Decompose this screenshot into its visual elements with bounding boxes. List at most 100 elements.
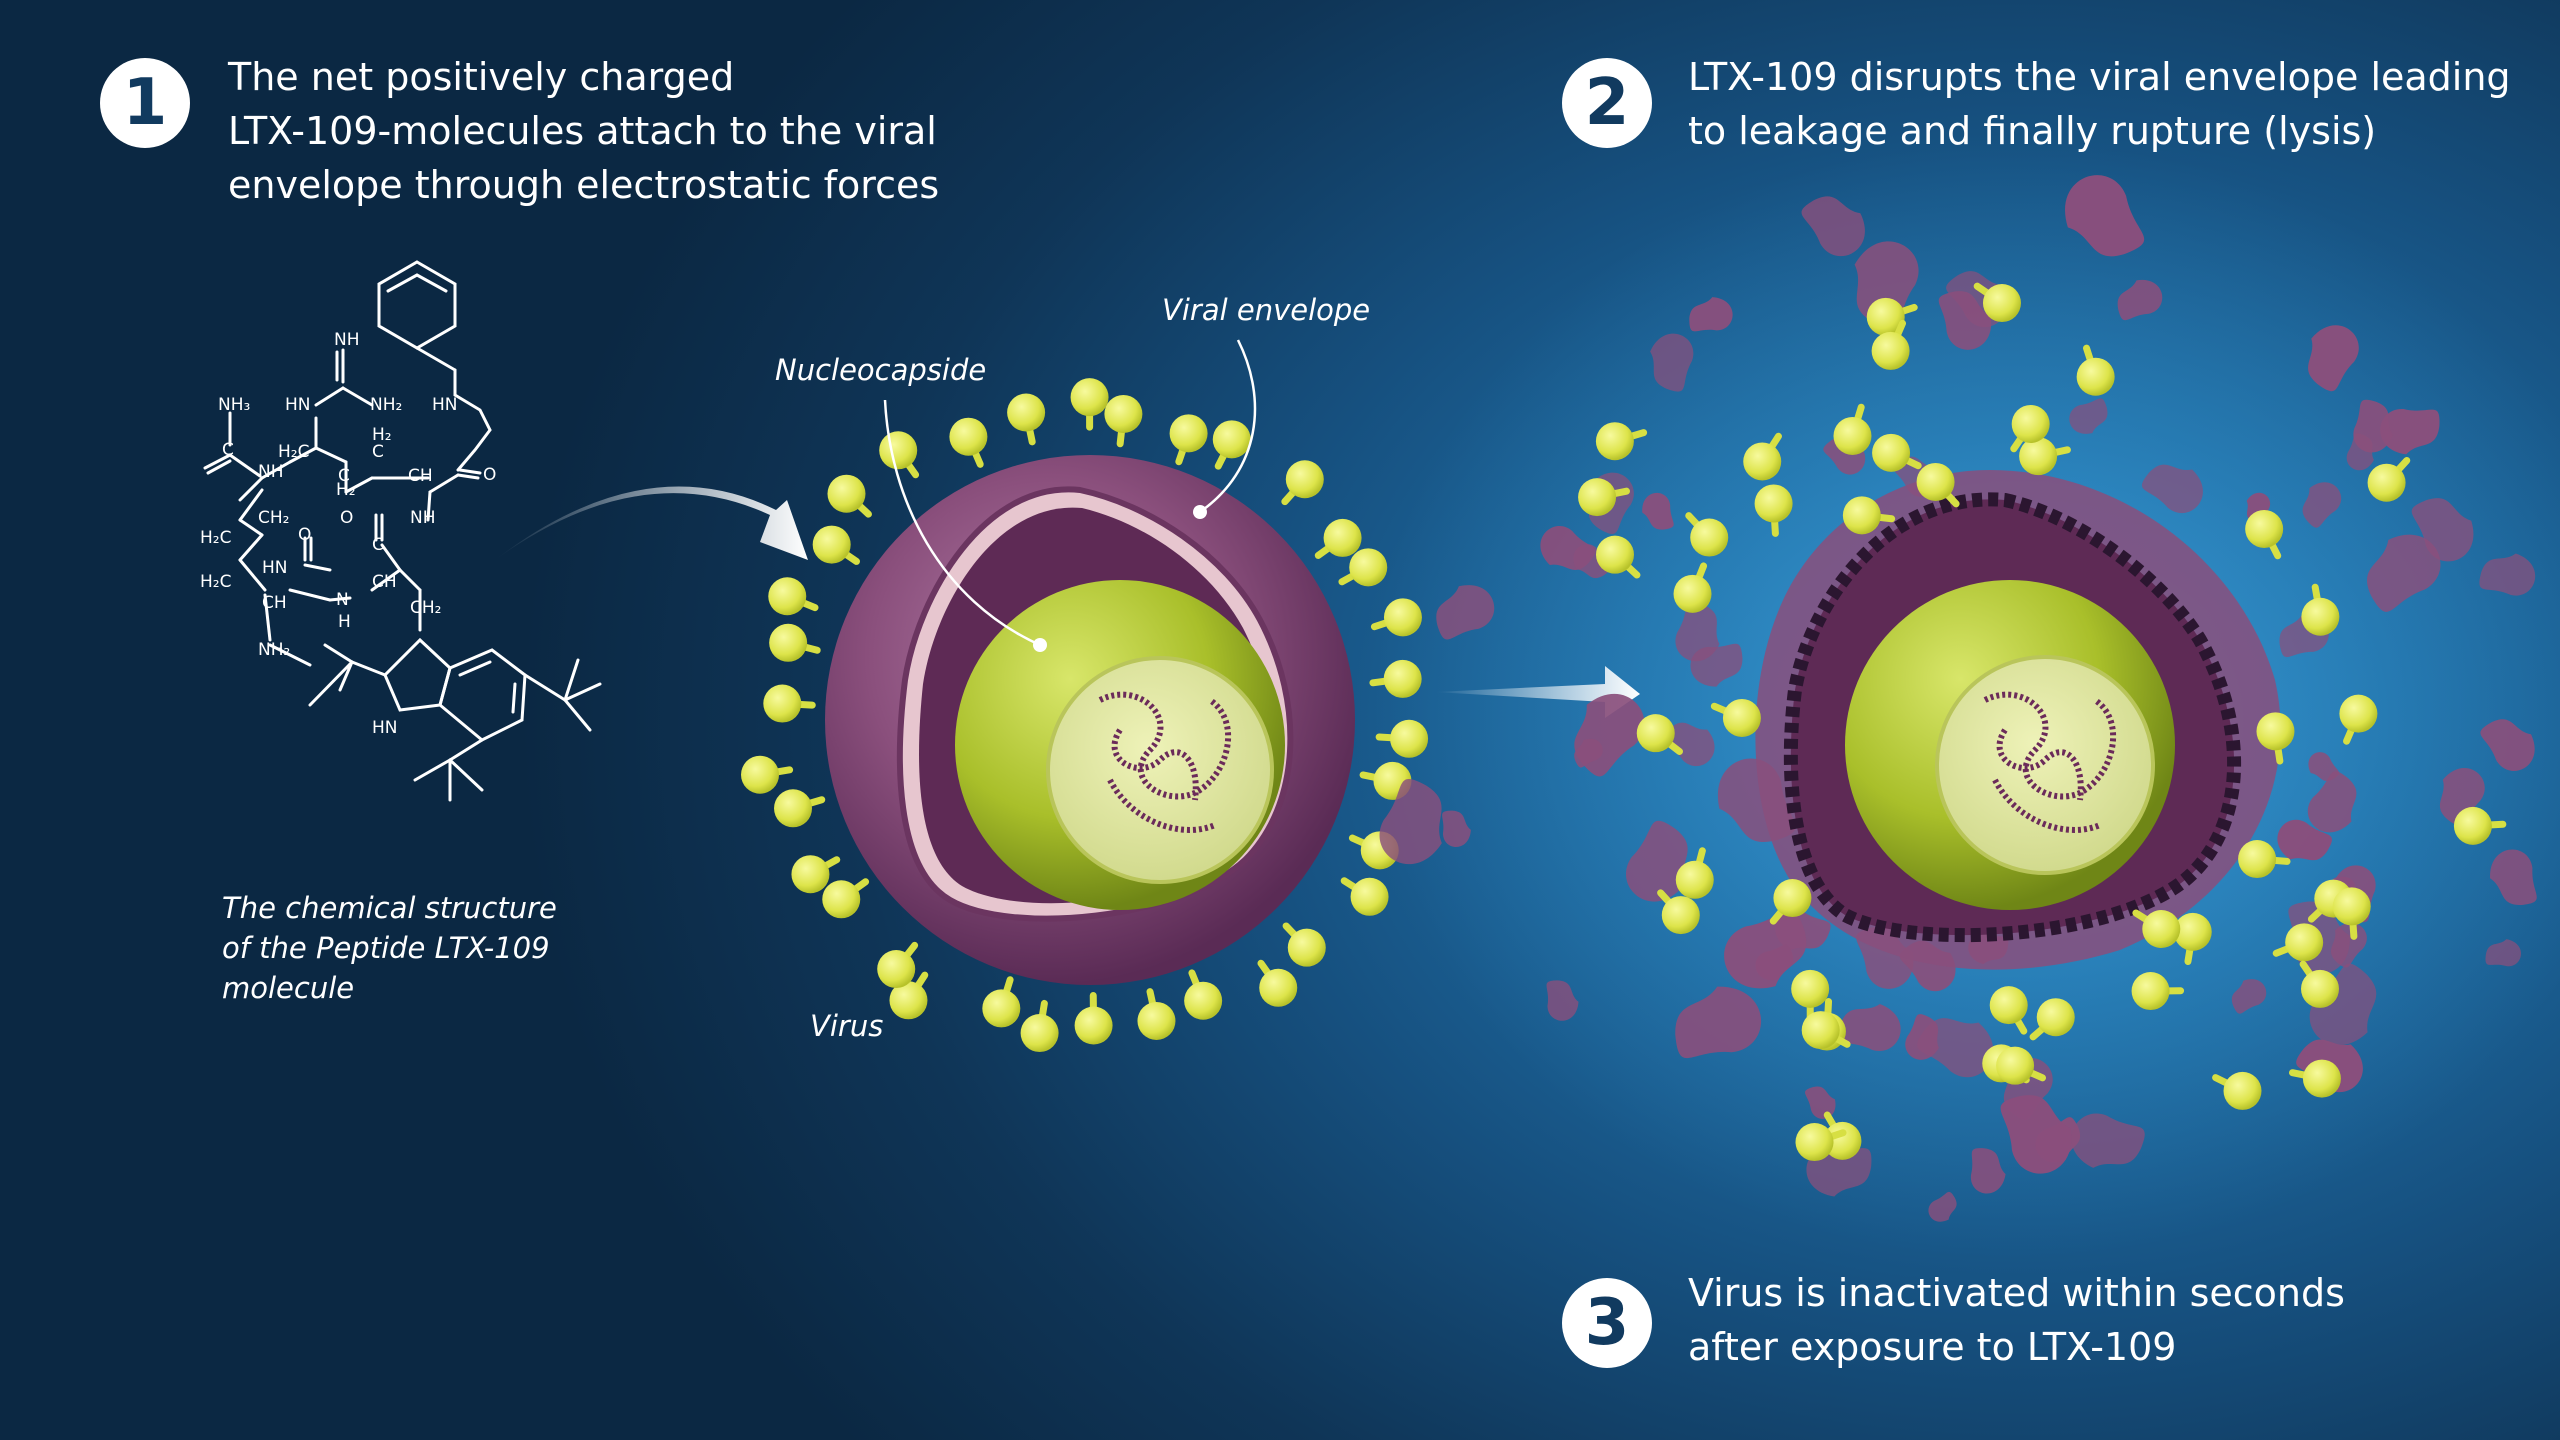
envelope-fragment (2309, 963, 2377, 1046)
chem-label-h2-a: H₂ (372, 425, 392, 445)
peptide-molecule (1314, 518, 1362, 559)
free-peptide-molecule (2301, 583, 2340, 636)
free-peptide-molecule (1578, 478, 1630, 517)
envelope-fragment (2231, 979, 2267, 1014)
free-peptide-molecule (1866, 297, 1918, 336)
peptide-molecule (1257, 959, 1298, 1007)
chem-label-h2c-b: H₂C (200, 528, 232, 548)
chem-label-h: H (338, 612, 351, 632)
step-1-line-3: envelope through electrostatic forces (228, 163, 940, 207)
peptide-molecule (982, 976, 1021, 1028)
benzene-inner (386, 273, 448, 293)
chem-label-h2c-c: H₂C (200, 572, 232, 592)
chem-label-ch2-a: CH₂ (258, 508, 290, 528)
chem-label-nh2-b: NH₂ (258, 640, 291, 660)
peptide-molecule (741, 755, 794, 794)
envelope-fragment (1938, 291, 1992, 350)
indole-six-ring (438, 648, 527, 742)
intact-virus (825, 455, 1355, 985)
free-peptide-molecule (1595, 535, 1641, 579)
nucleocapside-pointer (883, 399, 1041, 647)
free-peptide-molecule (2367, 456, 2411, 502)
chem-label-o-b: O (340, 508, 354, 528)
free-peptide-molecule (2256, 712, 2295, 765)
peptide-molecule (949, 417, 988, 468)
peptide-molecule (768, 577, 819, 616)
viral-envelope-pointer (1199, 339, 1257, 514)
chem-label-hn-d: HN (372, 718, 398, 738)
chem-label-nh2-a: NH₂ (370, 395, 403, 415)
envelope-fragment (1838, 1004, 1901, 1051)
peptide-molecule (1369, 659, 1422, 698)
peptide-molecule (1184, 969, 1223, 1020)
chem-label-nh-top: NH (334, 330, 360, 350)
chemical-structure (203, 260, 602, 802)
free-peptide-molecule (2212, 1071, 2262, 1110)
chem-label-nh-b: NH (410, 508, 436, 528)
peptide-molecule (1070, 378, 1109, 431)
envelope-fragment (1675, 986, 1762, 1059)
free-peptide-molecule (1842, 496, 1896, 535)
structure-caption-line-2: of the Peptide LTX-109 (222, 931, 550, 965)
free-peptide-molecule (1872, 433, 1922, 472)
peptide-molecule (812, 525, 861, 565)
free-peptide-molecule (2245, 509, 2284, 560)
peptide-molecule (791, 855, 841, 894)
step-3-line-2: after exposure to LTX-109 (1688, 1325, 2177, 1369)
chem-label-nh3: NH₃ (218, 395, 251, 415)
free-peptide-molecule (2272, 923, 2324, 962)
free-peptide-molecule (1673, 562, 1712, 613)
step-1-line-2: LTX-109-molecules attach to the viral (228, 109, 937, 153)
free-peptide-molecule (1973, 282, 2021, 323)
envelope-fragment (1801, 196, 1865, 256)
structure-caption-line-1: The chemical structure (222, 891, 557, 925)
step-2-text: LTX-109 disrupts the viral envelope lead… (1688, 50, 2511, 158)
structure-caption: The chemical structure of the Peptide LT… (222, 888, 557, 1008)
envelope-fragment (1806, 1146, 1872, 1197)
peptide-molecule (822, 878, 870, 919)
envelope-fragment (1662, 722, 1715, 766)
free-peptide-molecule (2029, 998, 2075, 1041)
free-peptide-molecule (1916, 462, 1960, 508)
envelope-fragment (2353, 399, 2393, 453)
structure-caption-line-3: molecule (222, 971, 355, 1005)
chem-label-n: N (336, 590, 349, 610)
free-peptide-molecule (1801, 1011, 1851, 1050)
peptide-molecule (1169, 414, 1208, 466)
chem-label-ch-a: CH (408, 466, 433, 486)
peptide-molecule (879, 431, 920, 479)
envelope-fragment (1626, 820, 1688, 902)
envelope-fragment (2277, 819, 2332, 861)
envelope-fragment (2071, 1113, 2145, 1168)
free-peptide-molecule (1871, 319, 1910, 370)
peptide-molecule (1212, 420, 1251, 470)
free-peptide-molecule (2019, 437, 2071, 476)
chem-label-o-c: O (298, 525, 312, 545)
peptide-molecule (1104, 394, 1143, 448)
chem-label-o-a: O (483, 465, 497, 485)
free-peptide-molecule (1769, 879, 1812, 925)
free-peptide-molecule (2453, 806, 2507, 845)
chem-label-hn-b: HN (432, 395, 458, 415)
envelope-fragment (2307, 771, 2357, 833)
chem-label-c-c: C (338, 466, 350, 486)
free-peptide-molecule (1636, 714, 1683, 756)
envelope-fragment (1442, 810, 1471, 847)
step-1-text: The net positively charged LTX-109-molec… (228, 50, 939, 212)
envelope-fragment (2302, 482, 2342, 528)
free-peptide-molecule (2288, 1059, 2341, 1098)
envelope-fragment (2069, 398, 2108, 434)
peptide-molecule (889, 971, 929, 1020)
peptide-molecule (877, 941, 919, 989)
envelope-fragment (2480, 719, 2535, 771)
lysed-virus (1755, 470, 2281, 970)
envelope-fragment (2142, 464, 2203, 513)
lysed-viral-rna (1983, 691, 2117, 833)
indole-five-ring (383, 637, 452, 712)
straight-arrow-to-lysis (1435, 666, 1640, 718)
free-peptide-molecule (1657, 889, 1700, 935)
chem-label-hn-c: HN (262, 558, 288, 578)
chem-label-c-a: C (222, 440, 234, 460)
